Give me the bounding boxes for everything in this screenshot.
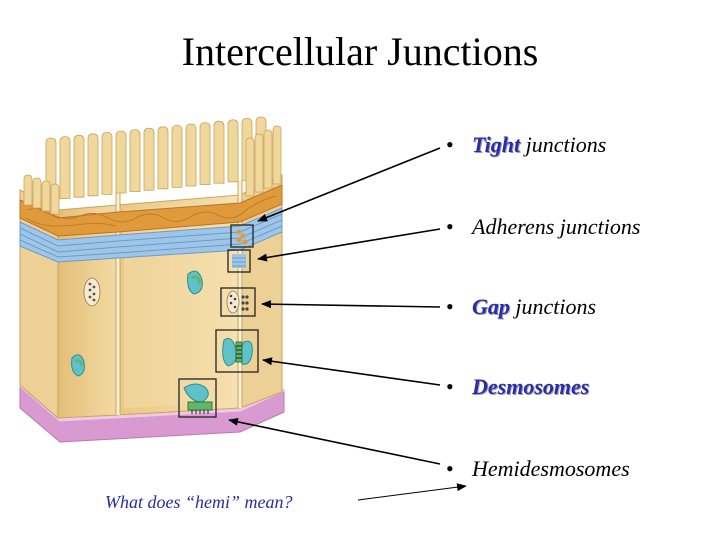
arrow-adherens xyxy=(257,228,441,262)
microvillus xyxy=(101,131,113,195)
microvillus xyxy=(143,127,155,191)
microvillus xyxy=(227,119,239,183)
adherens-junction-box xyxy=(227,249,251,273)
junction-boxes xyxy=(178,224,259,418)
microvillus xyxy=(185,123,197,187)
microvillus xyxy=(272,125,282,185)
desmosome-detail xyxy=(222,337,253,367)
microvillus xyxy=(213,120,225,184)
desmosome-plaque-left xyxy=(71,354,85,377)
microvillus xyxy=(23,174,33,206)
microvillus xyxy=(263,129,273,189)
microvillus xyxy=(41,180,51,212)
desmosome-box xyxy=(215,329,259,373)
microvillus xyxy=(199,122,211,185)
microvillus xyxy=(50,183,60,215)
desmosome-plaque-middle xyxy=(187,270,203,295)
list-item-gap: •Gap junctions xyxy=(446,294,597,319)
microvillus xyxy=(129,129,141,192)
microvillus xyxy=(245,137,255,197)
adherens-band xyxy=(19,207,283,263)
microvillus xyxy=(59,136,71,199)
microvilli xyxy=(23,116,282,215)
tight-junction-band xyxy=(19,184,283,237)
tight-junction-detail xyxy=(236,229,248,245)
arrow-gap xyxy=(261,300,441,309)
slide-title: Intercellular Junctions xyxy=(181,29,539,74)
list-item-desmosomes: •Desmosomes xyxy=(446,374,590,399)
microvillus xyxy=(73,134,85,198)
list-item-hemidesmosomes: •Hemidesmosomes xyxy=(446,456,630,481)
microvillus xyxy=(254,133,264,193)
microvillus xyxy=(115,130,127,194)
microvillus xyxy=(32,177,42,209)
hemidesmosome-detail xyxy=(183,383,213,414)
adherens-detail xyxy=(232,254,246,268)
microvillus xyxy=(157,126,169,190)
list-item-tight: •Tight junctions xyxy=(446,132,607,157)
arrow-hemidesmosomes xyxy=(228,417,441,465)
gap-junction-detail xyxy=(226,290,249,314)
arrow-desmosomes xyxy=(262,357,441,386)
gap-junction-left xyxy=(83,277,101,307)
leader-arrows xyxy=(228,147,467,501)
microvillus xyxy=(87,133,99,197)
arrow-tight xyxy=(257,147,441,222)
gap-junction-box xyxy=(220,287,256,317)
tight-junction-box xyxy=(230,224,254,248)
hemidesmosome-box xyxy=(178,378,217,418)
arrow-question xyxy=(357,483,467,501)
hemi-question: What does “hemi” mean? xyxy=(105,492,293,512)
list-item-adherens: •Adherens junctions xyxy=(446,214,641,239)
microvillus xyxy=(171,124,183,188)
